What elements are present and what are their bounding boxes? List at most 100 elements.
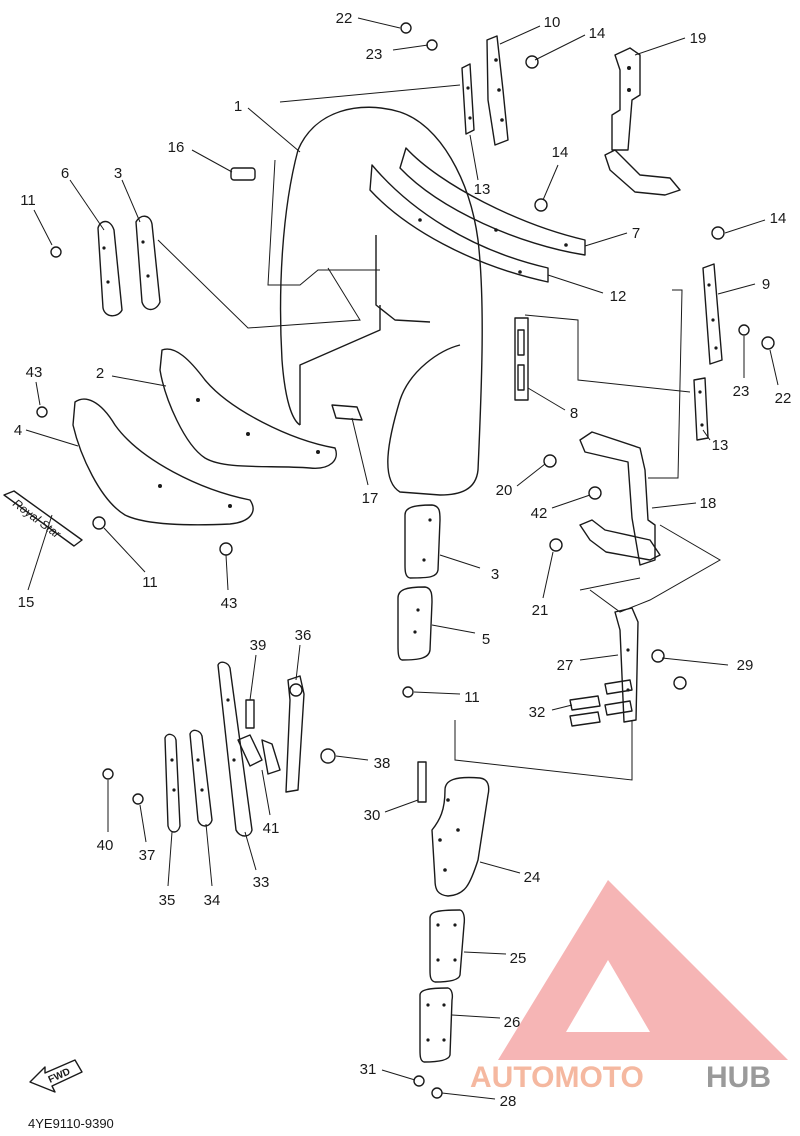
leader-line-1 — [247, 107, 301, 153]
callout-label-25: 25 — [510, 950, 527, 967]
stay-9 — [702, 263, 723, 365]
callout-label-14: 14 — [552, 144, 569, 161]
leader-line-32 — [551, 704, 573, 711]
callout-label-23: 23 — [366, 46, 383, 63]
fasteners — [36, 22, 775, 1099]
callout-label-12: 12 — [610, 288, 627, 305]
callout-label-3: 3 — [114, 165, 122, 182]
callout-label-2: 2 — [96, 365, 104, 382]
callout-label-20: 20 — [496, 482, 513, 499]
leader-line-2 — [111, 375, 167, 387]
leader-line-3 — [439, 554, 481, 569]
leader-line-10 — [499, 25, 541, 45]
callout-label-35: 35 — [159, 892, 176, 909]
plate-39 — [245, 699, 255, 729]
stay-13-right — [693, 377, 709, 441]
panel-24 — [431, 776, 490, 897]
leader-line-31 — [381, 1069, 416, 1081]
callout-label-33: 33 — [253, 874, 270, 891]
callout-label-36: 36 — [295, 627, 312, 644]
leader-line-42 — [551, 494, 591, 509]
nuts-29 — [651, 649, 687, 690]
callout-label-21: 21 — [532, 602, 549, 619]
leader-line-12 — [547, 274, 604, 294]
panel-25 — [429, 909, 466, 983]
callout-label-38: 38 — [374, 755, 391, 772]
callout-label-13: 13 — [712, 437, 729, 454]
callout-label-11: 11 — [142, 574, 158, 591]
callout-label-19: 19 — [690, 30, 707, 47]
leader-line-27 — [579, 654, 619, 661]
callout-label-24: 24 — [524, 869, 541, 886]
emblem-15: Royal Star — [3, 490, 83, 547]
callout-label-1: 1 — [234, 98, 242, 115]
callout-label-43: 43 — [221, 595, 238, 612]
leader-line-4 — [25, 429, 79, 447]
callout-label-34: 34 — [204, 892, 221, 909]
callout-label-30: 30 — [364, 807, 381, 824]
bracket-36 — [237, 675, 305, 793]
leader-line-35 — [167, 831, 173, 887]
stay-13-top — [461, 63, 475, 135]
leader-line-14 — [724, 219, 766, 234]
callout-label-11: 11 — [464, 689, 480, 706]
callout-label-4: 4 — [14, 422, 22, 439]
callout-label-7: 7 — [632, 225, 640, 242]
leader-line-22 — [769, 349, 779, 386]
leader-line-9 — [717, 283, 756, 295]
callout-label-29: 29 — [737, 657, 754, 674]
leader-line-8 — [527, 387, 566, 411]
callout-label-18: 18 — [700, 495, 717, 512]
bracket-10 — [486, 35, 509, 146]
leader-line-22 — [357, 17, 401, 29]
callout-label-37: 37 — [139, 847, 156, 864]
callout-label-40: 40 — [97, 837, 114, 854]
seal-8 — [514, 317, 529, 401]
nut-38 — [320, 748, 336, 764]
bracket-18 — [579, 431, 661, 566]
callout-label-43: 43 — [26, 364, 43, 381]
seal-7 — [399, 147, 586, 256]
leader-line-41 — [261, 769, 271, 816]
leader-line-33 — [244, 831, 257, 871]
leader-line-29 — [661, 657, 729, 666]
panel-3-center — [404, 504, 441, 579]
callout-label-11: 11 — [20, 192, 36, 209]
callout-label-26: 26 — [504, 1014, 521, 1031]
panel-26 — [419, 987, 454, 1063]
panel-3-upper — [135, 215, 161, 311]
callout-label-9: 9 — [762, 276, 770, 293]
leader-line-43 — [225, 554, 229, 591]
grommet-30 — [417, 761, 427, 803]
watermark-text-a: AUTOMOTO — [470, 1061, 644, 1094]
bracket-19 — [604, 47, 681, 196]
leader-line-14 — [542, 164, 559, 201]
leader-line-11 — [413, 691, 461, 695]
callout-label-27: 27 — [557, 657, 574, 674]
callout-label-28: 28 — [500, 1093, 517, 1110]
leader-line-20 — [516, 463, 546, 487]
callout-label-16: 16 — [168, 139, 185, 156]
leader-line-5 — [431, 624, 476, 634]
leader-line-21 — [542, 551, 554, 599]
leader-line-23 — [392, 44, 429, 51]
leader-line-13 — [702, 429, 711, 441]
leader-line-3 — [121, 179, 141, 223]
leader-line-30 — [384, 799, 419, 813]
leader-line-34 — [205, 823, 213, 887]
leader-line-14 — [534, 34, 586, 61]
callout-label-41: 41 — [263, 820, 280, 837]
callout-label-23: 23 — [733, 383, 750, 400]
panel-6 — [97, 220, 123, 317]
deflector-4 — [72, 398, 254, 526]
fwd-arrow-icon: FWD — [29, 1059, 83, 1093]
bracket-27 — [614, 607, 639, 723]
callout-label-13: 13 — [474, 181, 491, 198]
leader-line-36 — [295, 644, 301, 681]
leader-line-15 — [27, 514, 53, 591]
panel-35 — [164, 733, 181, 833]
leader-line-17 — [351, 417, 369, 486]
leader-line-28 — [441, 1092, 496, 1100]
diagram-code: 4YE9110-9390 — [28, 1116, 114, 1131]
